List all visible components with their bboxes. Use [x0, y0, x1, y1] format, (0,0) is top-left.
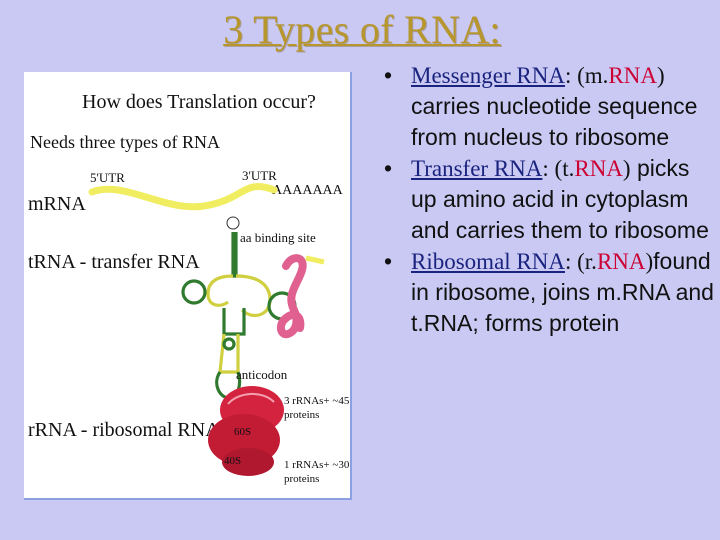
- mrna-strand: [88, 182, 278, 211]
- abbr-rrna: r.RNA: [585, 249, 646, 274]
- abbr-highlight: RNA: [596, 249, 646, 274]
- trna-label: tRNA - transfer RNA: [28, 251, 200, 273]
- note-small-line2: proteins: [284, 473, 319, 485]
- bullet-dot: •: [384, 155, 393, 181]
- utr5-label: 5'UTR: [90, 170, 125, 185]
- translation-figure: How does Translation occur? Needs three …: [24, 72, 352, 500]
- abbr-mrna: m.RNA: [585, 63, 657, 88]
- subunit-large-label: 60S: [234, 426, 251, 438]
- bullet-description: carries nucleotide sequence from nucleus…: [411, 93, 698, 150]
- pink-trna-tail: [305, 255, 325, 265]
- term-separator: : (: [564, 63, 585, 88]
- rrna-label: rRNA - ribosomal RNA: [28, 419, 220, 441]
- slide-title: 3 Types of RNA:: [0, 6, 720, 53]
- abbr-highlight: RNA: [608, 63, 657, 88]
- term-separator: : (: [542, 156, 563, 181]
- polya-label: AAAAAAA: [272, 183, 344, 198]
- pink-trna-model: [277, 254, 307, 339]
- bullet-description: found in ribosome, joins m.RNA and t.RNA…: [411, 248, 714, 336]
- figure-heading: How does Translation occur?: [82, 91, 316, 113]
- abbr-close: ): [656, 63, 665, 88]
- abbr-prefix: t.: [562, 156, 575, 181]
- figure-subheading: Needs three types of RNA: [30, 132, 220, 152]
- ribosome-model: [208, 386, 284, 476]
- rna-types-list: •Messenger RNA: (m.RNA) carries nucleoti…: [384, 60, 720, 339]
- abbr-prefix: m.: [584, 63, 609, 88]
- abbr-close: ): [622, 156, 631, 181]
- note-large-line2: proteins: [284, 409, 319, 421]
- utr3-label: 3'UTR: [242, 168, 277, 183]
- abbr-prefix: r.: [584, 249, 597, 274]
- bullet-transfer-rna: • Transfer RNA: (t.RNA) picks up amino ac…: [384, 153, 720, 246]
- aa-binding-label: aa binding site: [240, 230, 316, 245]
- abbr-highlight: RNA: [574, 156, 623, 181]
- term-messenger-rna: Messenger RNA: [411, 63, 565, 88]
- abbr-close: ): [645, 249, 654, 274]
- bullet-messenger-rna: • Messenger RNA: (m.RNA) carries nucleoti…: [384, 60, 720, 153]
- anticodon-label: anticodon: [236, 367, 288, 382]
- note-small-line1: 1 rRNAs+ ~30: [284, 459, 350, 471]
- bullet-dot: •: [384, 62, 393, 88]
- aa-site-circle: [226, 216, 240, 230]
- bullet-dot: •: [384, 248, 393, 274]
- mrna-label: mRNA: [28, 193, 86, 215]
- abbr-trna: t.RNA: [562, 156, 623, 181]
- slide-title-text: 3 Types of RNA:: [223, 7, 501, 52]
- term-transfer-rna: Transfer RNA: [411, 156, 543, 181]
- term-separator: : (: [564, 249, 585, 274]
- term-ribosomal-rna: Ribosomal RNA: [411, 249, 565, 274]
- bullet-description: picks up amino acid in cytoplasm and car…: [411, 155, 709, 243]
- subunit-small-label: 40S: [224, 455, 241, 467]
- note-large-line1: 3 rRNAs+ ~45: [284, 395, 350, 407]
- translation-diagram: How does Translation occur? Needs three …: [28, 91, 350, 485]
- bullet-ribosomal-rna: • Ribosomal RNA: (r.RNA)found in ribosome…: [384, 246, 720, 339]
